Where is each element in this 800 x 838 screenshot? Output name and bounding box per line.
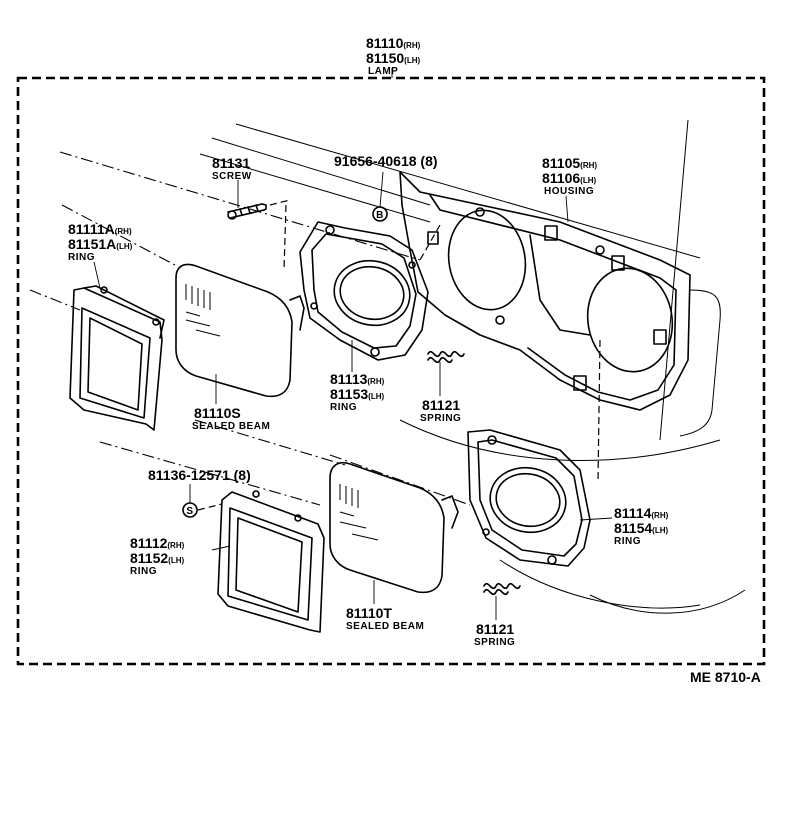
sealed-beam-s-part [175, 263, 305, 398]
svg-text:81131: 81131 [212, 155, 250, 171]
svg-text:81112(RH): 81112(RH) [130, 535, 185, 551]
screw-part [227, 203, 267, 220]
screw-symbol: S [182, 484, 223, 518]
svg-text:81151A(LH): 81151A(LH) [68, 236, 133, 252]
svg-text:81152(LH): 81152(LH) [130, 550, 185, 566]
housing-part [399, 171, 691, 411]
label-sealed-beam-t: 81110T SEALED BEAM [346, 605, 424, 632]
svg-text:81110T: 81110T [346, 605, 392, 621]
svg-text:SPRING: SPRING [420, 413, 461, 424]
ring-upper-part [69, 285, 165, 431]
label-spring-upper: 81121 SPRING [420, 397, 461, 424]
svg-text:81136-12571 (8): 81136-12571 (8) [148, 467, 251, 483]
mounting-ring-upper-part [299, 221, 429, 361]
svg-text:B: B [376, 210, 384, 221]
label-screw-lower: 81136-12571 (8) [148, 467, 251, 483]
svg-text:81106(LH): 81106(LH) [542, 170, 597, 186]
spring-lower-part [483, 582, 521, 596]
label-screw: 81131 SCREW [212, 155, 252, 182]
svg-text:LAMP: LAMP [368, 66, 398, 77]
svg-text:HOUSING: HOUSING [544, 186, 594, 197]
ring-lower-part [217, 490, 325, 633]
svg-text:S: S [186, 506, 193, 517]
svg-text:RING: RING [330, 402, 357, 413]
label-bolt: 91656-40618 (8) [334, 153, 438, 169]
svg-text:81110S: 81110S [194, 405, 241, 421]
svg-text:RING: RING [614, 536, 641, 547]
assembly-frame [16, 76, 766, 666]
svg-text:81113(RH): 81113(RH) [330, 371, 385, 387]
svg-text:81153(LH): 81153(LH) [330, 386, 385, 402]
svg-text:81110(RH): 81110(RH) [366, 35, 421, 51]
svg-text:RING: RING [68, 252, 95, 263]
svg-text:81121: 81121 [422, 397, 460, 413]
svg-text:91656-40618 (8): 91656-40618 (8) [334, 153, 438, 169]
reference-code: ME 8710-A [690, 669, 761, 685]
leader-lines [93, 180, 613, 620]
svg-text:81111A(RH): 81111A(RH) [68, 221, 132, 237]
svg-text:81154(LH): 81154(LH) [614, 520, 669, 536]
bolt-symbol: B [372, 171, 388, 222]
spring-upper-part [427, 350, 465, 364]
label-mounting-ring-lower: 81114(RH) 81154(LH) RING [614, 505, 669, 547]
label-mounting-ring-upper: 81113(RH) 81153(LH) RING [330, 371, 385, 413]
sealed-beam-t-part [329, 462, 459, 594]
label-lamp: 81110(RH) 81150(LH) LAMP [366, 35, 421, 77]
label-ring-lower: 81112(RH) 81152(LH) RING [130, 535, 185, 577]
label-sealed-beam-s: 81110S SEALED BEAM [192, 405, 270, 432]
svg-text:SEALED BEAM: SEALED BEAM [346, 621, 424, 632]
label-housing: 81105(RH) 81106(LH) HOUSING [542, 155, 597, 197]
svg-text:81150(LH): 81150(LH) [366, 50, 421, 66]
body-reference-lines [29, 119, 746, 614]
svg-text:RING: RING [130, 566, 157, 577]
svg-text:81105(RH): 81105(RH) [542, 155, 597, 171]
svg-text:81121: 81121 [476, 621, 514, 637]
label-ring-upper: 81111A(RH) 81151A(LH) RING [68, 221, 133, 263]
svg-text:81114(RH): 81114(RH) [614, 505, 669, 521]
svg-text:SCREW: SCREW [212, 171, 252, 182]
svg-text:SPRING: SPRING [474, 637, 515, 648]
svg-text:SEALED BEAM: SEALED BEAM [192, 421, 270, 432]
label-spring-lower: 81121 SPRING [474, 621, 515, 648]
mounting-ring-lower-part [467, 429, 591, 567]
